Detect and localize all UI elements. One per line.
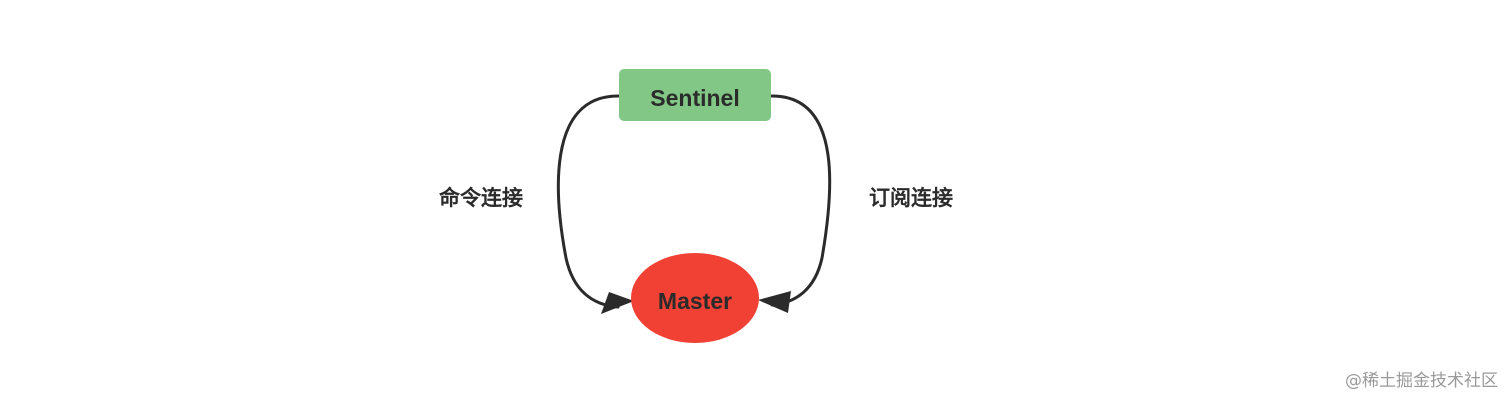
master-node-label: Master [658, 288, 732, 314]
master-node-ellipse [631, 253, 759, 343]
subscribe-connection-edge [769, 94, 832, 307]
command-connection-arrowhead [601, 292, 634, 314]
command-connection-edge [556, 94, 621, 309]
sentinel-node-label: Sentinel [650, 85, 739, 111]
watermark: @稀土掘金技术社区 [1345, 371, 1498, 391]
master-node: Master [631, 253, 759, 343]
sentinel-node: Sentinel [619, 69, 771, 121]
command-connection-label: 命令连接 [439, 186, 523, 210]
sentinel-node-box [619, 69, 771, 121]
subscribe-connection-arrowhead [758, 291, 791, 313]
subscribe-connection-label: 订阅连接 [869, 186, 953, 210]
